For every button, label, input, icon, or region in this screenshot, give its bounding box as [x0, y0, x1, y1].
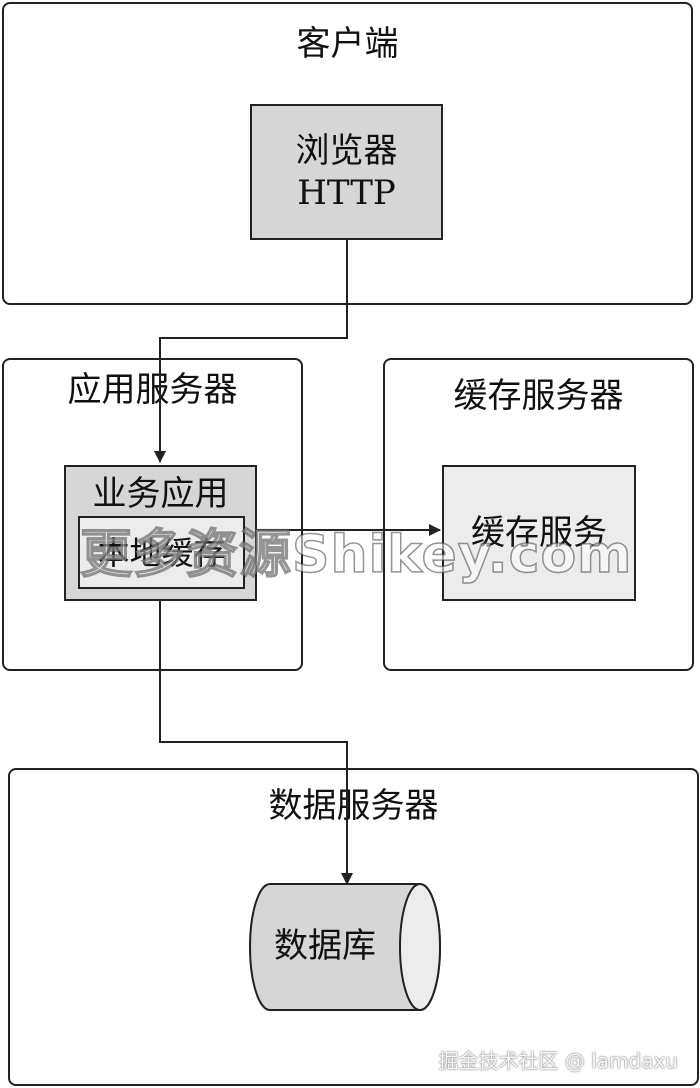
- browser-to-app-arrow: [154, 240, 348, 463]
- credit-text: 掘金技术社区 @ lamdaxu: [438, 1049, 678, 1073]
- local-cache-box: 本地缓存: [78, 516, 245, 589]
- cache-service-box: 缓存服务: [442, 465, 636, 601]
- browser-box: 浏览器 HTTP: [250, 104, 443, 240]
- database-cylinder-icon: [249, 883, 441, 1011]
- client-title: 客户端: [296, 24, 399, 64]
- watermark-text: 更多资源Shikey.com: [79, 524, 633, 586]
- cache-service-label: 缓存服务: [471, 513, 607, 553]
- business-app-label: 业务应用: [92, 474, 229, 514]
- data-server-title: 数据服务器: [268, 786, 439, 826]
- app-server-title: 应用服务器: [67, 370, 238, 410]
- database-label: 数据库: [274, 926, 376, 966]
- browser-label: 浏览器: [295, 131, 398, 171]
- local-cache-label: 本地缓存: [97, 533, 226, 572]
- http-label: HTTP: [297, 173, 396, 213]
- cache-server-title: 缓存服务器: [453, 376, 624, 416]
- app-to-database-arrow: [159, 601, 353, 885]
